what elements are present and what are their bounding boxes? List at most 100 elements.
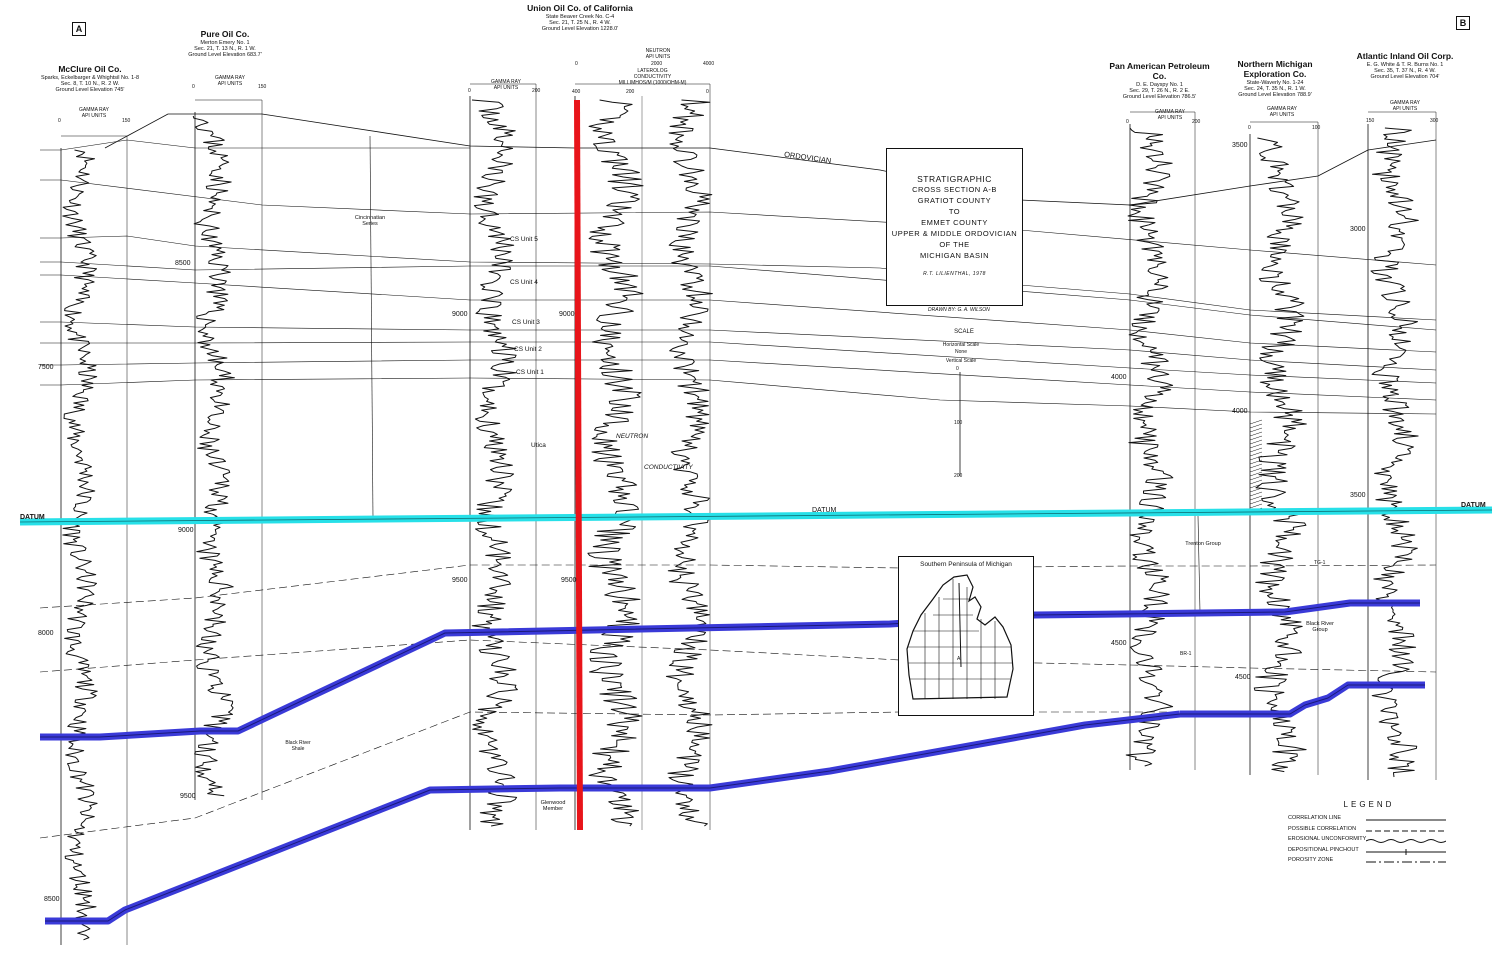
neutron-curve [587,99,644,827]
log-scale-hi: 200 [1192,119,1201,125]
trenton-bracket [1197,515,1201,613]
cs-unit-2-label: CS Unit 2 [514,346,542,353]
hatch-line [1249,431,1263,437]
hatch-line [1249,419,1263,425]
correlation-line [40,261,1437,331]
legend-item: POSSIBLE CORRELATION [1288,826,1450,837]
laterolog-sub: CONDUCTIVITY [633,73,672,80]
map-mark-a: A [957,656,961,662]
depth-label: 9000 [452,311,468,318]
log-scale-hi: 200 [532,88,541,94]
depth-label: 3000 [1350,226,1366,233]
glenwood-label: Glenwood Member [540,800,566,812]
well-name: State Beaver Creek No. C-4 [545,13,615,20]
possible-correlation-line [39,639,1437,673]
hatch-line [1249,475,1263,481]
scale-horizontal: Horizontal Scale [942,342,980,348]
log-scale-hi: 300 [1430,118,1439,124]
neutron-scale-lo: 0 [575,61,578,67]
log-units: API UNITS [1157,114,1183,121]
laterolog-scale-lo: 400 [572,89,581,95]
map-title: Southern Peninsula of Michigan [920,561,1012,568]
well-location: Sec. 29, T. 26 N., R. 2 E. [1129,87,1190,94]
legend-item-label: DEPOSITIONAL PINCHOUT [1288,846,1359,853]
correlation-line [40,359,1437,401]
black-river-label: Black River Group [1306,621,1334,633]
depth-label: 7500 [38,364,54,371]
porosity-zone-swatch [1366,861,1446,863]
title-line: UPPER & MIDDLE ORDOVICIAN [891,228,1018,238]
laterolog-title: LATEROLOG [637,68,668,74]
scale-title: SCALE [954,329,974,335]
log-type: GAMMA RAY [215,75,245,81]
well-elevation: Ground Level Elevation 745' [55,87,125,94]
log-type: GAMMA RAY [1390,100,1420,106]
well-header-4: Pan American Petroleum Co. D. E. Dayspy … [1102,61,1217,100]
possible-correlation-line [39,711,1250,839]
depth-label: 3500 [1350,492,1366,499]
log-scale-lo: 0 [58,118,61,124]
hatch-line [1249,503,1263,509]
log-units: API UNITS [217,80,243,87]
gamma-ray-curve-1 [62,149,98,941]
log-units: API UNITS [1392,105,1418,112]
well-location: Sec. 35, T. 37 N., R. 4 W. [1374,68,1436,75]
datum-label-center: DATUM [812,507,837,514]
correlation-line [40,139,470,151]
well-location: Sec. 24, T. 35 N., R. 1 W. [1244,85,1306,92]
laterolog-scale-header: LATEROLOG CONDUCTIVITY MILLIMHOS/M (1000… [590,68,715,86]
hatch-line [1249,487,1263,493]
well-location: Sec. 21, T. 25 N., R. 4 W. [549,20,611,27]
title-line: STRATIGRAPHIC [917,174,992,184]
conductivity-curve-label: CONDUCTIVITY [644,464,693,471]
datum-label-right: DATUM [1461,502,1486,509]
hatch-line [1249,447,1263,453]
log-scale-hi: 150 [258,84,267,90]
depth-label: 9000 [178,527,194,534]
well-header-1: McClure Oil Co. Sparks, Eckelbarger & Wh… [20,64,160,94]
legend-item-label: POROSITY ZONE [1288,857,1334,863]
depth-label: 8000 [38,630,54,637]
cs-unit-5-label: CS Unit 5 [510,236,538,243]
possible-correlation-line [39,564,1437,609]
well-header-2: Pure Oil Co. Merton Emery No. 1 Sec. 21,… [170,29,280,59]
black-river-lower-band [1180,681,1425,718]
neutron-scale-mid: 2000 [651,61,663,67]
depth-label: 9000 [559,311,575,318]
possible-correlation-swatch [1366,830,1446,831]
log-units: API UNITS [81,112,107,119]
legend-item-label: POSSIBLE CORRELATION [1288,825,1357,832]
datum-line [19,509,1493,523]
depth-label: 4000 [1111,374,1127,381]
depth-label: 3500 [1232,142,1248,149]
title-line: CROSS SECTION A-B [912,185,997,195]
hatch-line [1249,499,1263,505]
neutron-title: NEUTRON [645,48,671,54]
legend-item: DEPOSITIONAL PINCHOUT [1288,847,1450,858]
datum-label-left: DATUM [20,514,45,521]
well-elevation: Ground Level Elevation 788.9' [1238,92,1312,99]
correlation-line-swatch [1366,819,1446,821]
log-scale-lo: 0 [468,88,471,94]
depth-label: 4500 [1235,674,1251,681]
reference-well-line [574,99,583,831]
log-scale-header-5: GAMMA RAY API UNITS [1252,106,1312,118]
scale-vertical: Vertical Scale [945,358,977,364]
log-scale-header-6: GAMMA RAY API UNITS [1375,100,1435,112]
well-elevation: Ground Level Elevation 704' [1370,74,1440,81]
author-credit: R.T. LILIENTHAL, 1978 [923,271,986,278]
well-name: E. G. White & T. R. Burns No. 1 [1366,61,1444,68]
depth-label: 8500 [175,260,191,267]
section-end-b-label: B [1456,16,1470,30]
log-type: GAMMA RAY [79,107,109,113]
log-scale-lo: 0 [1126,119,1129,125]
scale-tick: 100 [954,420,963,426]
gamma-ray-curve-6 [1370,127,1419,778]
correlation-line [40,274,1437,353]
hatch-line [1249,455,1263,461]
log-scale-header-4: GAMMA RAY API UNITS [1140,109,1200,121]
scale-none: None [955,349,967,355]
correlation-line [40,341,1437,384]
glenwood-base-band-center [45,713,1181,922]
